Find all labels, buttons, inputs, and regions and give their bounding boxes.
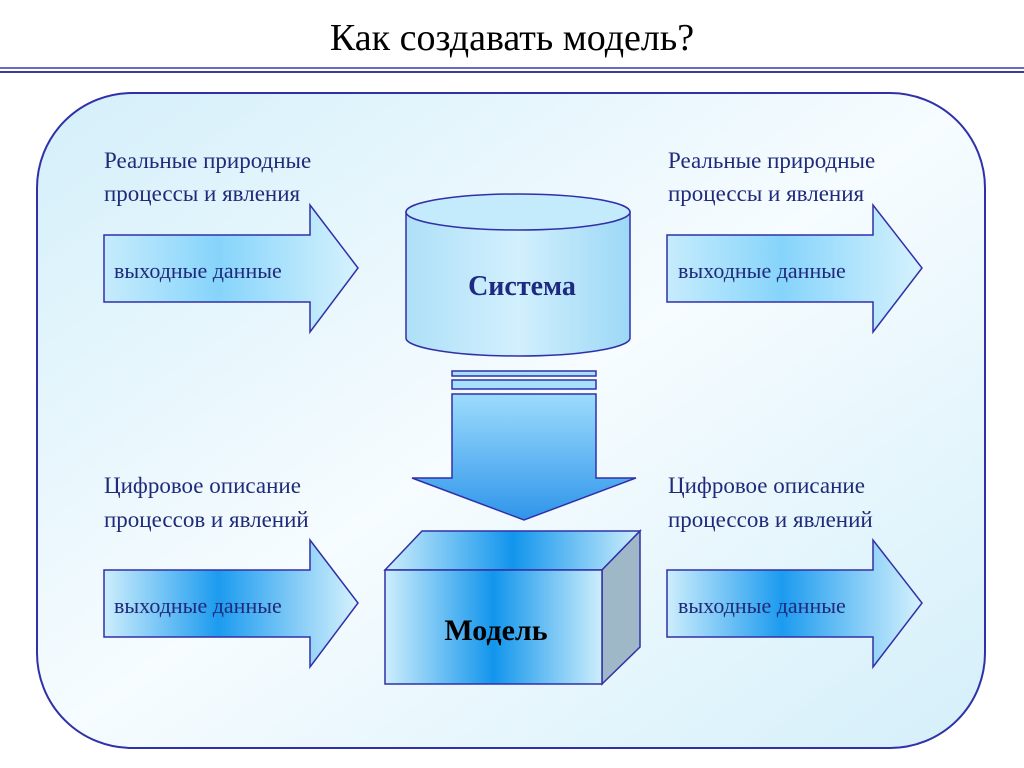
bottom-right-arrow-label: выходные данные	[678, 593, 846, 618]
model-box	[383, 529, 642, 686]
system-label: Система	[468, 271, 576, 302]
bottom-right-label-line2: процессов и явлений	[668, 507, 873, 532]
bottom-right-label-line1: Цифровое описание	[668, 473, 865, 498]
top-left-label-line2: процессы и явления	[104, 181, 301, 206]
output-arrow-top-left	[103, 202, 359, 335]
top-left-label-line1: Реальные природные	[104, 148, 311, 173]
top-left-arrow-label: выходные данные	[114, 258, 282, 283]
system-cylinder	[405, 193, 631, 357]
output-arrow-bottom-left	[103, 537, 359, 670]
output-arrow-bottom-right	[666, 537, 923, 670]
model-label: Модель	[444, 614, 547, 647]
bottom-left-arrow-label: выходные данные	[114, 593, 282, 618]
top-right-label-line2: процессы и явления	[668, 181, 865, 206]
top-right-arrow-label: выходные данные	[678, 258, 846, 283]
top-right-label-line1: Реальные природные	[668, 148, 875, 173]
bottom-left-label-line2: процессов и явлений	[104, 507, 309, 532]
down-arrow	[411, 370, 637, 521]
bottom-left-label-line1: Цифровое описание	[104, 473, 301, 498]
output-arrow-top-right	[666, 202, 923, 335]
page-title: Как создавать модель?	[330, 17, 694, 59]
